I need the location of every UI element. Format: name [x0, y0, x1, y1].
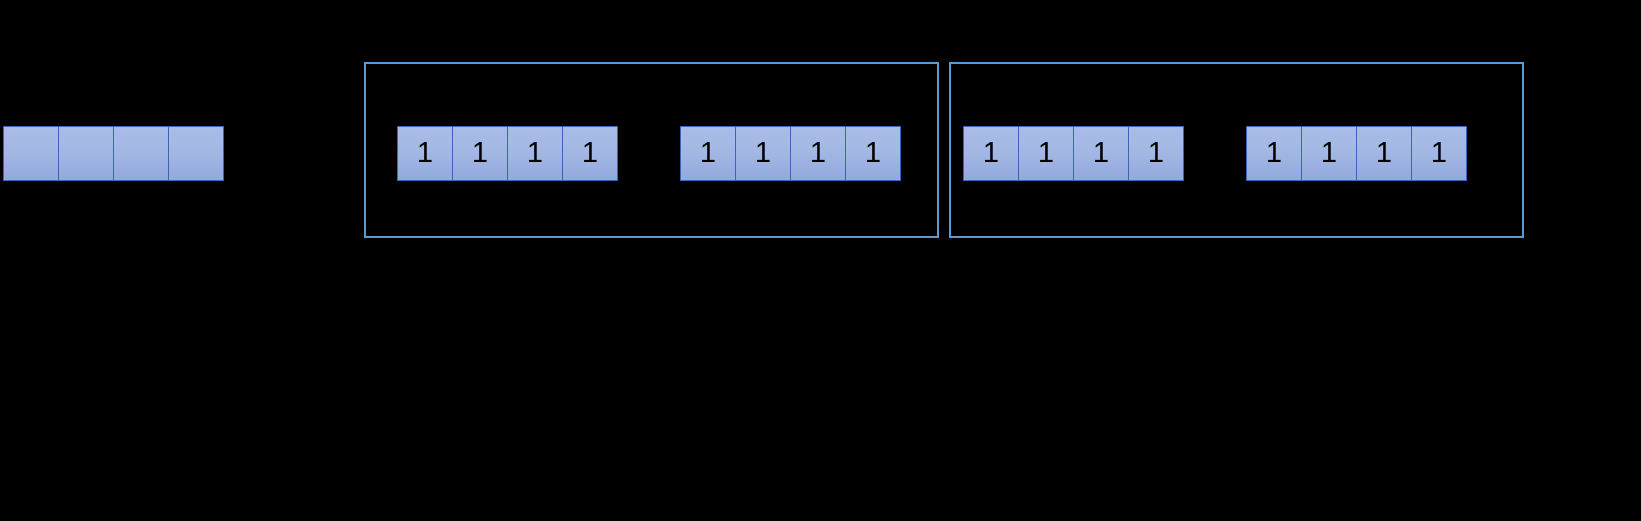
array-cell: 1 [562, 126, 618, 181]
array-cell: 1 [845, 126, 901, 181]
array-cell: 1 [1246, 126, 1302, 181]
array-cell: 1 [1128, 126, 1184, 181]
array-cell [58, 126, 114, 181]
array-cell [168, 126, 224, 181]
array-cell: 1 [790, 126, 846, 181]
array-cell [113, 126, 169, 181]
array-cell: 1 [1301, 126, 1357, 181]
array-cell: 1 [680, 126, 736, 181]
array-cell [3, 126, 59, 181]
partition-container-1 [364, 62, 939, 238]
array-group-0 [3, 126, 224, 181]
array-cell: 1 [963, 126, 1019, 181]
array-cell: 1 [507, 126, 563, 181]
array-cell: 1 [735, 126, 791, 181]
array-cell: 1 [1018, 126, 1074, 181]
array-cell: 1 [397, 126, 453, 181]
array-cell: 1 [1411, 126, 1467, 181]
array-cell: 1 [452, 126, 508, 181]
partition-container-2 [949, 62, 1524, 238]
array-cell: 1 [1356, 126, 1412, 181]
array-cell: 1 [1073, 126, 1129, 181]
